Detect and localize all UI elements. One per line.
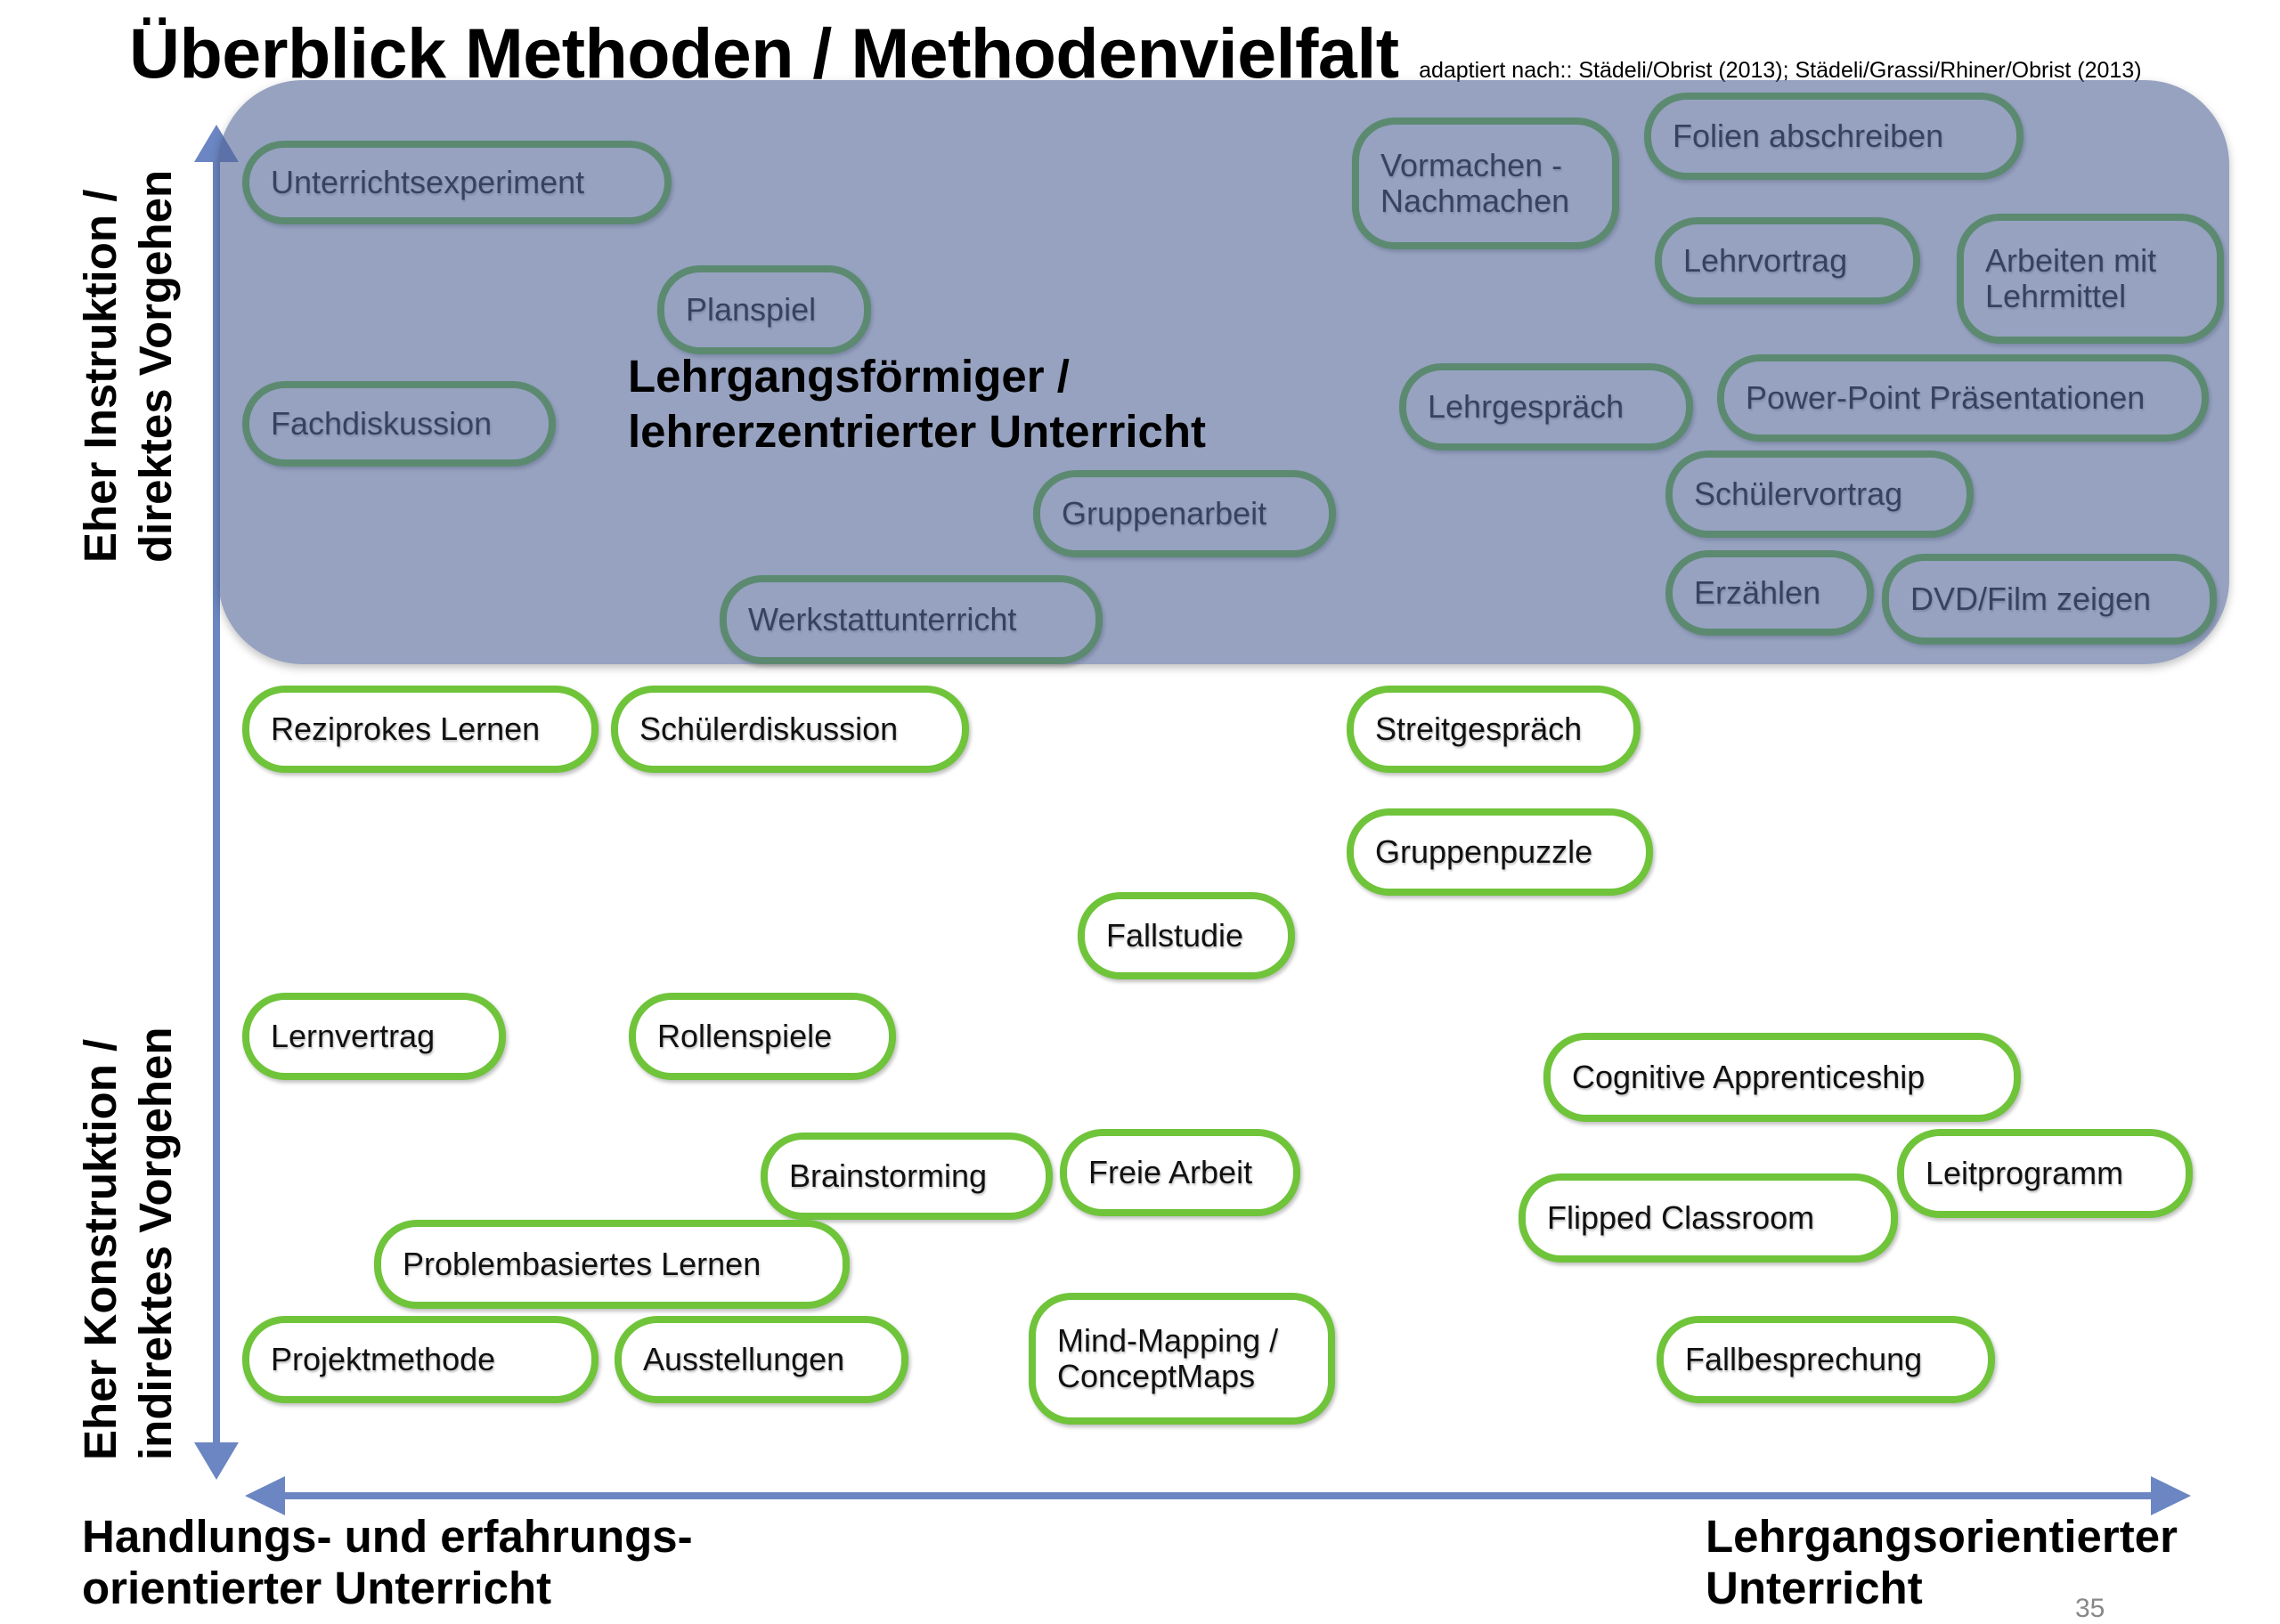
axis-label-instruction: Eher Instruktion / direktes Vorgehen	[73, 170, 183, 563]
method-pill: Cognitive Apprenticeship	[1543, 1033, 2021, 1122]
axis-label-course-oriented-line1: Lehrgangsorientierter	[1706, 1511, 2178, 1562]
method-label: Freie Arbeit	[1088, 1154, 1253, 1190]
method-pill: Projektmethode	[242, 1316, 598, 1403]
method-label: Reziprokes Lernen	[271, 710, 541, 747]
region-label-line2: lehrerzentrierter Unterricht	[628, 406, 1207, 457]
axis-label-construction-line1: Eher Konstruktion /	[75, 1038, 126, 1460]
method-label: Leitprogramm	[1926, 1155, 2124, 1191]
method-pill: Freie Arbeit	[1060, 1129, 1300, 1216]
axis-label-action-oriented-line2: orientierter Unterricht	[82, 1563, 552, 1613]
method-pill: Flipped Classroom	[1519, 1173, 1898, 1263]
page-number: 35	[2075, 1594, 2105, 1623]
method-pill: Fallbesprechung	[1657, 1316, 1995, 1403]
method-label: Fallstudie	[1106, 917, 1244, 954]
method-label: Lernvertrag	[271, 1018, 436, 1054]
axis-label-instruction-line1: Eher Instruktion /	[75, 189, 126, 563]
region-label-line1: Lehrgangsförmiger /	[628, 351, 1070, 402]
source-citation: adaptiert nach:: Städeli/Obrist (2013); …	[1419, 58, 2142, 83]
method-pill: Mind-Mapping / ConceptMaps	[1029, 1293, 1335, 1425]
vertical-axis-arrow-down	[194, 1442, 239, 1480]
axis-label-construction: Eher Konstruktion / indirektes Vorgehen	[73, 1027, 183, 1460]
title-row: Überblick Methoden / Methodenvielfalt ad…	[129, 12, 2142, 94]
method-pill: Schülerdiskussion	[611, 686, 969, 773]
axis-label-course-oriented: Lehrgangsorientierter Unterricht	[1706, 1511, 2178, 1614]
horizontal-axis-arrow-right	[2151, 1476, 2191, 1515]
axis-label-action-oriented: Handlungs- und erfahrungs- orientierter …	[82, 1511, 693, 1614]
method-label: Rollenspiele	[657, 1018, 833, 1054]
method-label: Mind-Mapping / ConceptMaps	[1057, 1322, 1279, 1394]
method-pill: Fallstudie	[1078, 892, 1295, 979]
method-label: Problembasiertes Lernen	[403, 1246, 761, 1282]
method-pill: Problembasiertes Lernen	[374, 1220, 850, 1309]
method-label: Fallbesprechung	[1685, 1341, 1923, 1377]
page-title: Überblick Methoden / Methodenvielfalt	[129, 13, 1399, 93]
method-pill: Gruppenpuzzle	[1347, 808, 1653, 896]
axis-label-action-oriented-line1: Handlungs- und erfahrungs-	[82, 1511, 693, 1562]
horizontal-axis-arrow-left	[245, 1476, 285, 1515]
method-label: Cognitive Apprenticeship	[1572, 1059, 1926, 1095]
method-label: Streitgespräch	[1375, 710, 1583, 747]
axis-label-course-oriented-line2: Unterricht	[1706, 1563, 1923, 1613]
method-pill: Reziprokes Lernen	[242, 686, 598, 773]
method-label: Ausstellungen	[643, 1341, 845, 1377]
method-label: Projektmethode	[271, 1341, 496, 1377]
vertical-axis	[213, 150, 220, 1458]
method-pill: Lernvertrag	[242, 993, 506, 1080]
teacher-centered-region	[218, 80, 2229, 664]
method-label: Schülerdiskussion	[639, 710, 899, 747]
axis-label-construction-line2: indirektes Vorgehen	[130, 1027, 181, 1460]
method-pill: Streitgespräch	[1347, 686, 1641, 773]
method-label: Gruppenpuzzle	[1375, 833, 1593, 870]
teacher-centered-region-label: Lehrgangsförmiger / lehrerzentrierter Un…	[628, 349, 1206, 459]
horizontal-axis	[276, 1492, 2155, 1499]
method-pill: Ausstellungen	[615, 1316, 908, 1403]
axis-label-instruction-line2: direktes Vorgehen	[130, 169, 181, 563]
method-label: Flipped Classroom	[1547, 1199, 1815, 1236]
method-pill: Leitprogramm	[1897, 1129, 2193, 1218]
method-pill: Brainstorming	[761, 1133, 1053, 1220]
method-label: Brainstorming	[789, 1157, 988, 1194]
method-pill: Rollenspiele	[629, 993, 896, 1080]
